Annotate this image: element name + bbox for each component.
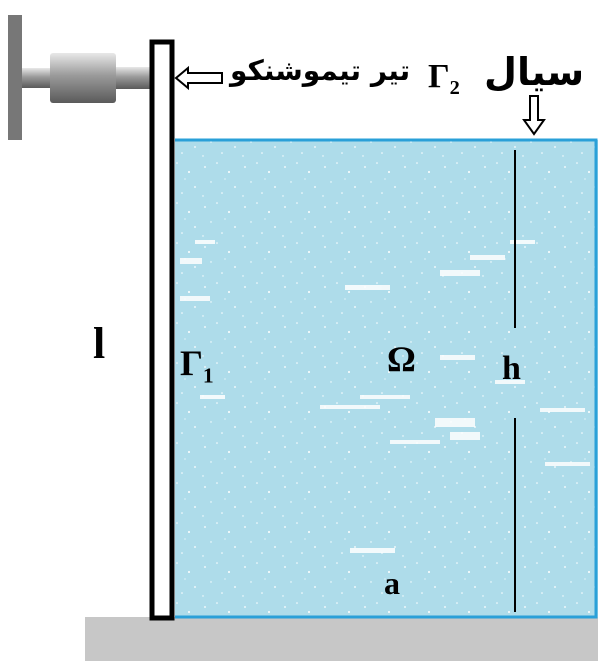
beam-arrow-icon (174, 65, 223, 91)
actuator-cylinder (50, 53, 116, 103)
fluid-speckle (175, 140, 598, 617)
fluid-streaks (180, 240, 590, 553)
fluid-boundary (175, 138, 598, 619)
support-plate (8, 15, 22, 140)
boundary-2-label: Γ2 (428, 58, 460, 100)
fluid-label: سیال (484, 50, 585, 94)
boundary-1-label: Γ1 (180, 343, 214, 388)
fluid-arrow-icon (522, 95, 546, 136)
domain-label: Ω (387, 339, 416, 379)
beam-label: تیر تیموشنکو (230, 54, 411, 87)
ground (85, 617, 598, 661)
timoshenko-beam (149, 39, 175, 621)
width-label: a (384, 565, 400, 601)
actuator-rod-front (116, 67, 154, 89)
actuator-rod-back (22, 68, 52, 88)
height-label: h (502, 350, 521, 387)
beam-length-label: l (93, 319, 106, 368)
